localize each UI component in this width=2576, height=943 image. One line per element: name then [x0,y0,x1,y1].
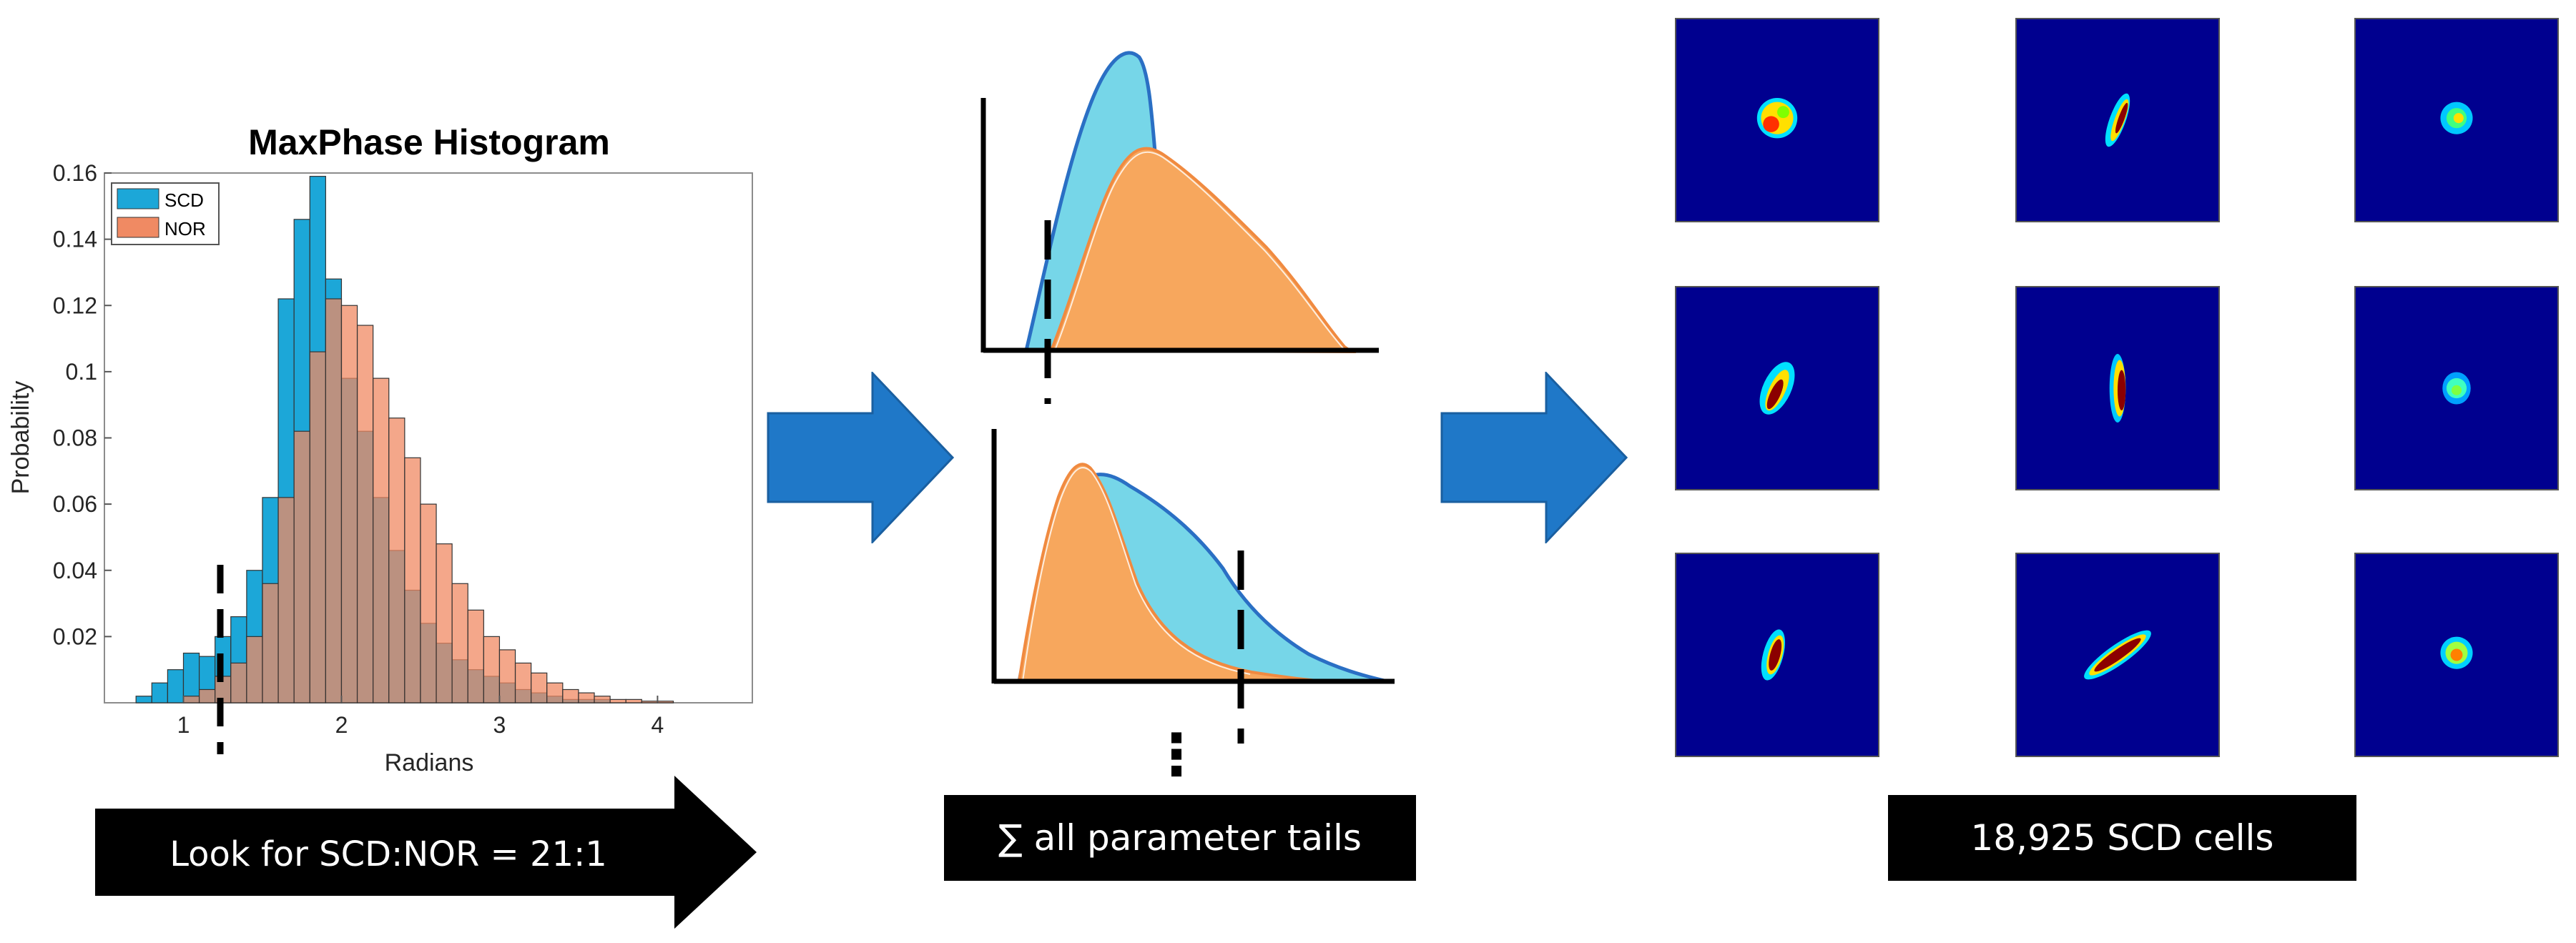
x-tick-label: 2 [335,712,348,738]
legend-label-nor: NOR [164,218,206,240]
scd-cell-image [1675,18,1879,222]
bar-nor-4 [198,688,216,703]
bar-nor-32 [641,701,659,703]
cell-region [1763,116,1779,132]
bar-nor-19 [436,543,453,703]
histogram-bars [135,176,674,703]
bar-nor-6 [230,662,247,703]
sum-banner: ∑ all parameter tails [944,795,1416,881]
bar-nor-12 [325,298,343,703]
bar-nor-25 [531,672,548,703]
cell-region [2115,102,2128,134]
x-axis-ticks: 1 2 3 4 [177,696,664,738]
cell-region [2094,638,2141,672]
y-tick-label: 0.02 [53,623,97,649]
scd-cell-image [2354,286,2559,490]
bar-nor-27 [562,688,579,703]
chart-title: MaxPhase Histogram [248,122,610,162]
x-axis-label: Radians [385,749,474,776]
bar-nor-16 [388,418,405,703]
legend-swatch-nor [117,217,159,238]
cell-region [1777,106,1789,119]
flow-arrow-1 [767,372,954,543]
cell-region [1766,379,1784,410]
sum-banner-text: ∑ all parameter tails [998,817,1362,859]
tail-diagram-top [980,51,1379,404]
bar-nor-14 [356,325,374,703]
bar-nor-3 [182,696,200,703]
bar-nor-24 [514,662,532,703]
scd-cell-image [1675,286,1879,490]
y-axis-label: Probability [7,381,34,495]
ellipsis: ⋮ [1148,721,1205,783]
tail-diagram-bottom [991,429,1395,744]
bar-nor-33 [657,701,674,703]
bar-nor-20 [451,583,468,703]
y-tick-label: 0.14 [53,227,97,252]
ratio-banner-arrow: Look for SCD:NOR = 21:1 [95,776,757,929]
parameter-tail-diagrams: ⋮ [980,51,1395,783]
x-tick-label: 4 [652,712,664,738]
bar-nor-21 [467,609,484,703]
bar-nor-13 [340,305,358,703]
bar-nor-18 [420,503,437,703]
x-tick-label: 1 [177,712,190,738]
bar-nor-22 [483,636,501,703]
bar-scd-2 [167,669,185,703]
nor-distribution-bottom [1017,463,1324,683]
bar-nor-7 [246,636,263,703]
y-tick-label: 0.12 [53,292,97,318]
cell-region [2451,385,2462,395]
cells-banner-text: 18,925 SCD cells [1970,817,2274,859]
cell-region [2118,370,2126,411]
bar-nor-15 [373,377,390,703]
bar-nor-8 [262,583,279,703]
legend-label-scd: SCD [164,189,204,211]
nor-distribution-top [1049,147,1357,354]
scd-cell-image [2015,553,2220,757]
bar-scd-1 [151,682,168,703]
y-tick-label: 0.04 [53,558,97,583]
scd-cell-image [1675,553,1879,757]
legend: SCD NOR [111,182,220,245]
cell-region [1769,639,1782,671]
y-tick-label: 0.06 [53,491,97,517]
scd-cell-image [2354,553,2559,757]
y-axis-ticks: 0.02 0.04 0.06 0.08 0.1 0.12 0.14 0.16 [53,160,112,649]
legend-swatch-scd [117,188,159,209]
cell-region [2453,113,2464,124]
y-tick-label: 0.08 [53,425,97,451]
bar-nor-29 [594,696,611,703]
bar-nor-17 [404,457,421,703]
scd-cell-image [2015,18,2220,222]
bar-scd-0 [135,696,152,703]
bar-nor-31 [625,698,642,703]
scd-cell-image [2354,18,2559,222]
bar-scd-3 [182,652,200,703]
scd-cell-image [2015,286,2220,490]
x-tick-label: 3 [493,712,506,738]
bar-nor-9 [277,497,295,703]
y-tick-label: 0.1 [66,359,97,385]
bar-nor-26 [546,682,564,703]
bar-nor-28 [578,692,595,703]
bar-nor-30 [609,698,626,703]
bar-nor-11 [309,351,326,703]
ratio-banner-text: Look for SCD:NOR = 21:1 [169,834,607,874]
cell-region [2450,648,2463,661]
y-tick-label: 0.16 [53,160,97,186]
bar-nor-23 [498,649,516,703]
cells-banner: 18,925 SCD cells [1888,795,2356,881]
flow-arrow-2 [1440,372,1628,543]
bar-nor-10 [293,430,310,703]
maxphase-histogram: 0.02 0.04 0.06 0.08 0.1 0.12 0.14 0.16 1 2 3 4 Max… [7,122,753,776]
